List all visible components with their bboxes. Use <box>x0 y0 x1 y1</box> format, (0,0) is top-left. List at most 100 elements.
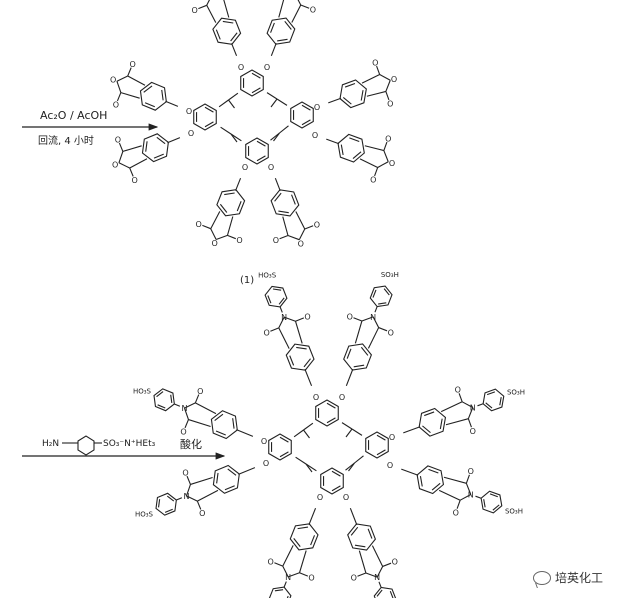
carbonyl-oxygen-bottom-1b: O <box>347 312 353 321</box>
sulfonic-acid-bottom-2: HO₃S <box>133 388 152 396</box>
top-core-ring-3 <box>245 137 269 165</box>
sulfophenyl-ring-bottom-4 <box>155 492 177 516</box>
phthalic-ring-top-0 <box>212 17 242 45</box>
sulfonic-acid-bottom-4: HO₃S <box>135 510 154 518</box>
carbonyl-oxygen-top-7a: O <box>273 236 279 245</box>
carbonyl-oxygen-bottom-4b: O <box>199 509 205 518</box>
carbonyl-oxygen-bottom-7b: O <box>392 558 398 567</box>
phthalic-ring-bottom-4 <box>212 464 240 494</box>
sulfonic-acid-bottom-0: HO₃S <box>258 271 277 279</box>
sulfophenyl-ring-bottom-5 <box>480 490 503 514</box>
carbonyl-oxygen-bottom-2a: O <box>197 387 203 396</box>
ether-oxygen-bottom-5: O <box>387 461 393 470</box>
compound-label-1: (1) <box>240 275 254 286</box>
phthalic-ring-top-1 <box>266 17 296 45</box>
phthalic-ring-bottom-3 <box>418 407 447 437</box>
carbonyl-oxygen-top-2b: O <box>113 101 119 110</box>
ether-oxygen-bottom-0: O <box>313 393 319 402</box>
carbonyl-oxygen-bottom-0b: O <box>264 329 270 338</box>
imide-nitrogen-bottom-1: N <box>370 313 376 322</box>
phthalic-ring-bottom-6 <box>289 523 319 551</box>
condition-acidify: 酸化 <box>180 437 202 451</box>
sulfanilate-reagent: H₂N SO₃⁻N⁺HEt₃ <box>42 435 156 456</box>
ether-oxygen-top-0: O <box>238 63 244 72</box>
carbonyl-oxygen-bottom-2b: O <box>180 428 186 437</box>
imide-nitrogen-bottom-3: N <box>470 404 476 413</box>
carbonyl-oxygen-top-6a: O <box>196 220 202 229</box>
ether-oxygen-bottom-6: O <box>317 493 323 502</box>
sulfophenyl-ring-bottom-3 <box>482 388 505 412</box>
phthalic-ring-bottom-5 <box>416 465 445 495</box>
carbonyl-oxygen-bottom-3b: O <box>455 386 461 395</box>
carbonyl-oxygen-bottom-4a: O <box>182 468 188 477</box>
carbonyl-oxygen-bottom-5b: O <box>468 467 474 476</box>
ether-oxygen-top-3: O <box>314 103 320 112</box>
sulfophenyl-ring-bottom-7 <box>373 586 397 598</box>
carbonyl-oxygen-bottom-0a: O <box>304 312 310 321</box>
imide-nitrogen-bottom-0: N <box>281 313 287 322</box>
ether-oxygen-bottom-3: O <box>389 433 395 442</box>
ether-oxygen-bottom-2: O <box>261 437 267 446</box>
anhydride-oxygen-top-6: O <box>211 239 217 248</box>
carbonyl-oxygen-bottom-5a: O <box>453 508 459 517</box>
imide-nitrogen-bottom-5: N <box>468 490 474 499</box>
imide-nitrogen-bottom-4: N <box>184 492 190 501</box>
carbonyl-oxygen-bottom-6b: O <box>308 574 314 583</box>
ether-oxygen-top-2: O <box>186 107 192 116</box>
wechat-icon <box>532 570 551 585</box>
anhydride-oxygen-top-7: O <box>298 239 304 248</box>
sulfophenyl-ring-bottom-0 <box>264 285 288 308</box>
sulfonic-acid-bottom-5: SO₃H <box>505 507 523 515</box>
carbonyl-oxygen-top-3b: O <box>372 58 378 67</box>
reagent-ac2o-acoh: Ac₂O / AcOH <box>40 109 107 122</box>
imide-nitrogen-bottom-2: N <box>182 404 188 413</box>
carbonyl-oxygen-bottom-7a: O <box>351 574 357 583</box>
carbonyl-oxygen-bottom-6a: O <box>268 557 274 566</box>
phthalic-ring-bottom-0 <box>285 343 315 371</box>
ether-oxygen-top-5: O <box>312 131 318 140</box>
reagent-sulfonate-salt: SO₃⁻N⁺HEt₃ <box>103 439 156 449</box>
sulfonic-acid-bottom-3: SO₃H <box>507 389 525 397</box>
phthalic-ring-top-4 <box>141 133 169 163</box>
reagent-benzene-ring <box>77 435 95 456</box>
carbonyl-oxygen-bottom-1a: O <box>388 328 394 337</box>
anhydride-oxygen-top-3: O <box>391 75 397 84</box>
carbonyl-oxygen-bottom-3a: O <box>470 427 476 436</box>
ether-oxygen-top-7: O <box>268 163 274 172</box>
bottom-core-ring-1 <box>268 433 292 461</box>
anhydride-oxygen-top-2: O <box>110 76 116 85</box>
ether-oxygen-bottom-7: O <box>343 493 349 502</box>
phthalic-ring-top-5 <box>337 133 365 163</box>
top-core-ring-1 <box>193 103 217 131</box>
watermark-text: 培英化工 <box>554 571 603 585</box>
reagent-amine: H₂N <box>42 439 59 449</box>
carbonyl-oxygen-top-4a: O <box>115 135 121 144</box>
phthalic-ring-bottom-1 <box>343 343 373 371</box>
sulfophenyl-ring-bottom-1 <box>369 285 393 308</box>
anhydride-oxygen-top-4: O <box>112 160 118 169</box>
imide-nitrogen-bottom-7: N <box>374 573 380 582</box>
ether-oxygen-bottom-4: O <box>263 459 269 468</box>
phthalic-ring-top-7 <box>270 189 300 217</box>
ether-oxygen-top-1: O <box>264 63 270 72</box>
carbonyl-oxygen-top-7b: O <box>314 220 320 229</box>
ether-oxygen-top-4: O <box>188 129 194 138</box>
watermark: 培英化工 <box>532 569 603 586</box>
phthalic-ring-top-2 <box>139 81 167 111</box>
sulfonic-acid-bottom-1: SO₃H <box>381 271 399 279</box>
bottom-core-ring-3 <box>320 467 344 495</box>
carbonyl-oxygen-top-1a: O <box>310 6 316 15</box>
ether-oxygen-top-6: O <box>242 163 248 172</box>
phthalic-ring-top-6 <box>216 189 246 217</box>
carbonyl-oxygen-top-2a: O <box>130 60 136 69</box>
carbonyl-oxygen-top-6b: O <box>236 236 242 245</box>
bottom-core-ring-0 <box>315 399 339 427</box>
sulfophenyl-ring-bottom-6 <box>268 586 292 598</box>
calixarene-core-1: OOOOOOOOOOOOOOOOOOOOOOOOOOOOOOOO <box>110 0 397 248</box>
carbonyl-oxygen-top-4b: O <box>132 176 138 185</box>
phthalic-ring-top-3 <box>339 79 367 109</box>
anhydride-oxygen-top-5: O <box>389 159 395 168</box>
reagent-reflux-4h: 回流, 4 小时 <box>38 134 94 147</box>
